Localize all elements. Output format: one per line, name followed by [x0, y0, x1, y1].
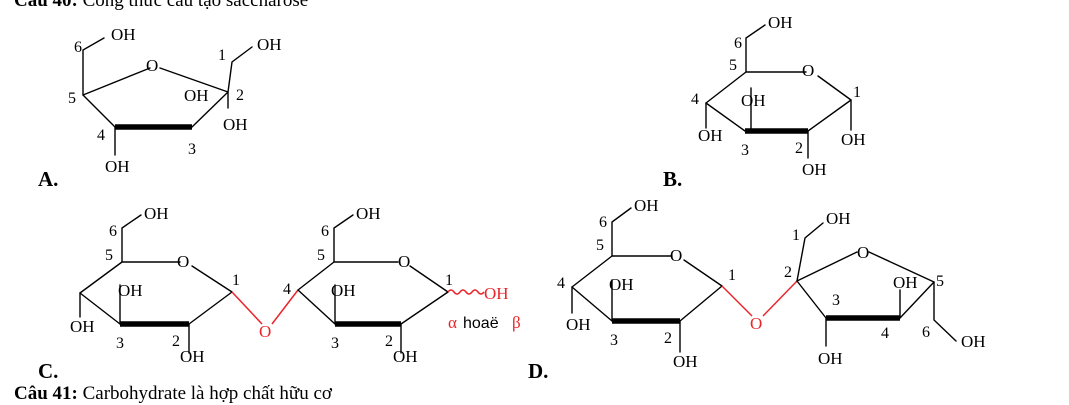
c-oa: O [177, 252, 189, 271]
question-41-text: Carbohydrate là hợp chất hữu cơ [82, 383, 332, 404]
alpha-symbol: α [448, 313, 457, 332]
d-num3: 3 [610, 332, 618, 349]
option-a-label[interactable]: A. [38, 167, 58, 191]
b-num4: 4 [691, 91, 699, 108]
a-oh6: OH [111, 25, 136, 44]
c-num5a: 5 [105, 247, 113, 264]
d-num-f1: 1 [792, 227, 800, 244]
b-num5: 5 [729, 57, 737, 74]
b-ring-o: O [802, 61, 814, 80]
d-num-f3: 3 [832, 292, 840, 309]
c-num1b: 1 [445, 272, 453, 289]
c-bridge-o: O [259, 322, 271, 341]
a-num3: 3 [188, 141, 196, 158]
d-bridge-o: O [750, 314, 762, 333]
d-oh3f: OH [818, 349, 843, 368]
question-41: Câu 41: Carbohydrate là hợp chất hữu cơ [14, 383, 332, 405]
c-oh4a: OH [70, 317, 95, 336]
a-num4: 4 [97, 127, 105, 144]
d-oh6f: OH [961, 332, 986, 351]
d-num2: 2 [664, 330, 672, 347]
d-num-f5: 5 [936, 273, 944, 290]
option-a-structure: OH 6 OH 1 O 5 OH 2 OH 4 3 OH A. [38, 25, 282, 191]
d-oh4f: OH [893, 273, 918, 292]
a-ring-o: O [146, 56, 158, 75]
b-num3: 3 [741, 142, 749, 159]
c-num6b: 6 [321, 223, 329, 240]
c-anomer-note: α hoaë β [448, 313, 521, 332]
d-num-f4: 4 [881, 325, 889, 342]
c-ob: O [398, 252, 410, 271]
c-num2b: 2 [385, 333, 393, 350]
d-of: O [857, 243, 869, 262]
b-num1: 1 [853, 84, 861, 101]
option-c-structure: OH 6 5 O 1 OH OH 3 2 OH O OH 6 5 4 O 1 O… [38, 204, 521, 383]
d-oh3: OH [609, 275, 634, 294]
c-oh6b: OH [356, 204, 381, 223]
a-oh4: OH [105, 157, 130, 176]
c-num6a: 6 [109, 223, 117, 240]
b-oh4: OH [698, 126, 723, 145]
d-oh4: OH [566, 315, 591, 334]
a-oh2a: OH [184, 86, 209, 105]
a-oh2b: OH [223, 115, 248, 134]
question-40-label: Câu 40: [14, 0, 78, 11]
a-oh1: OH [257, 35, 282, 54]
c-oh3a: OH [118, 281, 143, 300]
b-oh2: OH [802, 160, 827, 179]
option-c-label[interactable]: C. [38, 359, 58, 383]
a-num6: 6 [74, 39, 82, 56]
d-oh6: OH [634, 196, 659, 215]
d-num1: 1 [728, 267, 736, 284]
c-num3a: 3 [116, 335, 124, 352]
c-num2a: 2 [172, 333, 180, 350]
c-num1a: 1 [232, 272, 240, 289]
option-d-structure: OH 6 5 O 1 4 OH OH 3 2 OH O OH 1 2 O OH … [528, 196, 986, 383]
d-num5: 5 [596, 237, 604, 254]
b-oh4up: OH [741, 91, 766, 110]
a-num2: 2 [236, 87, 244, 104]
d-oh1f: OH [826, 209, 851, 228]
c-num3b: 3 [331, 335, 339, 352]
d-oh2: OH [673, 352, 698, 371]
c-num5b: 5 [317, 247, 325, 264]
a-num5: 5 [68, 90, 76, 107]
question-41-label: Câu 41: [14, 383, 78, 404]
b-oh6: OH [768, 13, 793, 32]
b-oh1: OH [841, 130, 866, 149]
option-b-structure: OH 6 5 O 4 OH 1 OH 3 2 OH OH B. [663, 13, 866, 191]
b-num6: 6 [734, 35, 742, 52]
d-num6: 6 [599, 214, 607, 231]
d-num4: 4 [557, 275, 565, 292]
b-num2: 2 [795, 140, 803, 157]
c-num4b: 4 [283, 281, 291, 298]
d-num-f2: 2 [784, 264, 792, 281]
a-num1: 1 [218, 47, 226, 64]
c-oh2a: OH [180, 347, 205, 366]
c-anomer-word: hoaë [463, 315, 499, 332]
d-num-f6: 6 [922, 324, 930, 341]
option-d-label[interactable]: D. [528, 359, 548, 383]
d-oa: O [670, 246, 682, 265]
c-oh1b: OH [484, 284, 509, 303]
c-oh3b: OH [331, 281, 356, 300]
option-b-label[interactable]: B. [663, 167, 682, 191]
c-oh6a: OH [144, 204, 169, 223]
question-40-text: Công thức cấu tạo saccharose [82, 0, 309, 11]
c-oh2b: OH [393, 347, 418, 366]
question-40: Câu 40: Công thức cấu tạo saccharose [14, 0, 308, 12]
beta-symbol: β [512, 313, 521, 332]
